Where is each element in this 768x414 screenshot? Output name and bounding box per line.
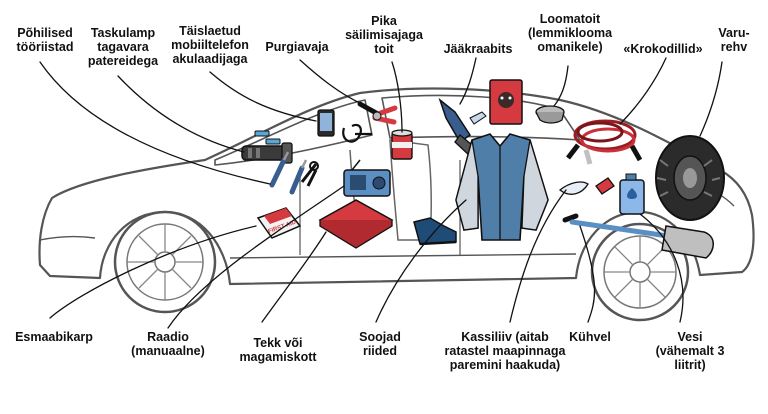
label-phone: Täislaetud mobiiltelefon akulaadijaga — [171, 24, 249, 66]
label-can-opener: Purgiavaja — [265, 40, 329, 54]
label-long-life-food: Pika säilimisajaga toit — [345, 14, 423, 56]
blanket-icon — [318, 199, 394, 249]
basic-tools-icon — [269, 151, 319, 195]
food-can-icon — [391, 129, 413, 160]
spare-tyre-icon — [655, 135, 725, 221]
jumper-cables-icon — [566, 119, 643, 165]
label-jumper-cables: «Krokodillid» — [623, 42, 703, 56]
radio-icon — [343, 159, 391, 197]
label-ice-scraper: Jääkraabits — [443, 42, 513, 56]
label-water: Vesi (vähemalt 3 liitrit) — [655, 330, 725, 372]
label-warm-clothes: Soojad riided — [359, 330, 401, 358]
first-aid-kit-icon: FIRST AID — [256, 207, 302, 239]
warm-jacket-icon — [455, 133, 549, 241]
label-cat-litter: Kassiliiv (aitab ratastel maapinnaga par… — [444, 330, 566, 372]
charger-icon — [342, 123, 372, 143]
flashlight-icon — [241, 142, 293, 164]
label-shovel: Kühvel — [569, 330, 611, 344]
label-radio: Raadio (manuaalne) — [131, 330, 205, 358]
label-first-aid: Esmaabikarp — [15, 330, 93, 344]
leader-lines — [39, 57, 723, 329]
pet-food-bowl-icon — [535, 105, 565, 124]
label-blanket: Tekk või magamiskott — [239, 336, 317, 364]
pet-food-bag-icon — [489, 79, 523, 125]
label-spare-tyre: Varu- rehv — [718, 26, 750, 54]
can-opener-icon — [357, 101, 398, 125]
water-bottle-icon — [619, 173, 645, 215]
label-flashlight: Taskulamp tagavara patereidega — [87, 26, 159, 68]
label-pet-food: Loomatoit (lemmiklooma omanikele) — [527, 12, 613, 54]
front-wheel — [113, 210, 217, 314]
label-basic-tools: Põhilised tööriistad — [16, 26, 74, 54]
cat-litter-icon — [558, 177, 615, 195]
phone-icon — [317, 109, 335, 137]
batteries-icon — [254, 130, 281, 145]
shovel-icon — [562, 213, 714, 259]
